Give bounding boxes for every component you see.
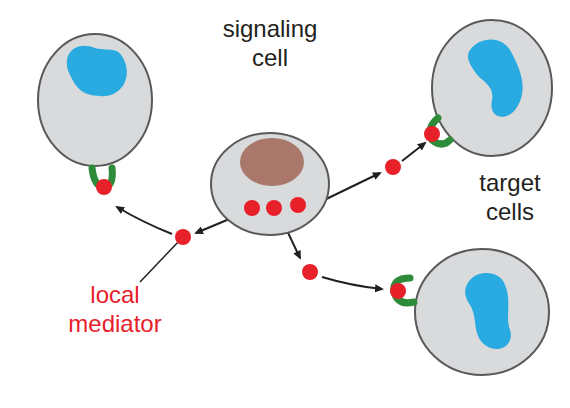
target-cell — [38, 34, 152, 166]
mediator-molecule — [385, 159, 401, 175]
target-cells-label: target cells — [455, 168, 565, 226]
diffusion-arrow — [117, 207, 172, 234]
cell-outline — [210, 132, 330, 236]
mediator-molecule — [175, 229, 191, 245]
leader-line — [140, 240, 180, 282]
target-cell — [432, 20, 552, 156]
target-cell — [415, 249, 549, 375]
cell-title: signaling cell — [190, 14, 350, 72]
diffusion-arrow — [322, 277, 382, 289]
mediator-label: local mediator — [35, 280, 195, 338]
receptor — [92, 168, 112, 195]
mediator-molecule — [302, 264, 318, 280]
diffusion-arrow — [402, 143, 425, 161]
receptor — [390, 278, 414, 303]
signaling-cell: signaling cell — [210, 132, 330, 236]
receptor — [424, 118, 450, 144]
